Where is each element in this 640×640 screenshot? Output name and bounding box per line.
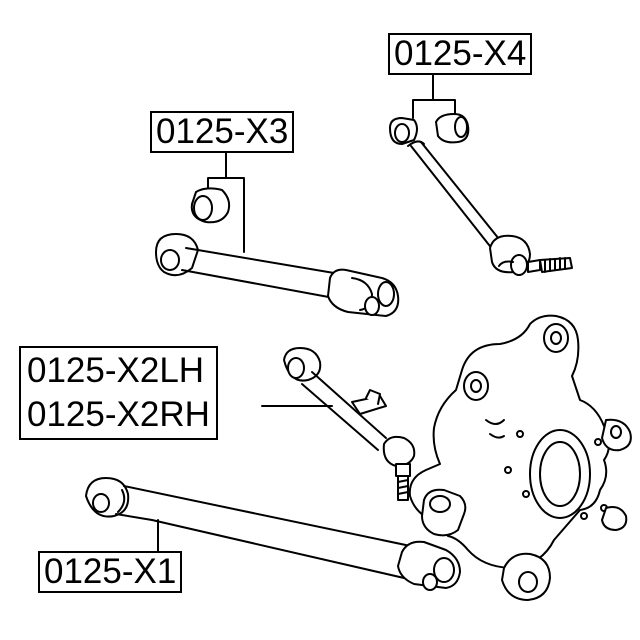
part-label-x1: 0125-X1: [38, 551, 183, 593]
toe-link-x2-drawing: [261, 347, 416, 501]
upper-control-arm-x4-drawing: [389, 73, 573, 276]
steering-knuckle-drawing: [408, 314, 632, 601]
part-label-x2-left: 0125-X2LH: [27, 351, 205, 390]
lateral-link-x3-drawing: [155, 152, 400, 317]
part-label-x2: 0125-X2LH 0125-X2RH: [19, 346, 218, 440]
part-label-x3: 0125-X3: [150, 111, 295, 153]
lower-control-arm-x1-drawing: [85, 477, 461, 591]
part-label-x4: 0125-X4: [388, 33, 533, 75]
part-label-x2-right: 0125-X2RH: [27, 395, 210, 434]
